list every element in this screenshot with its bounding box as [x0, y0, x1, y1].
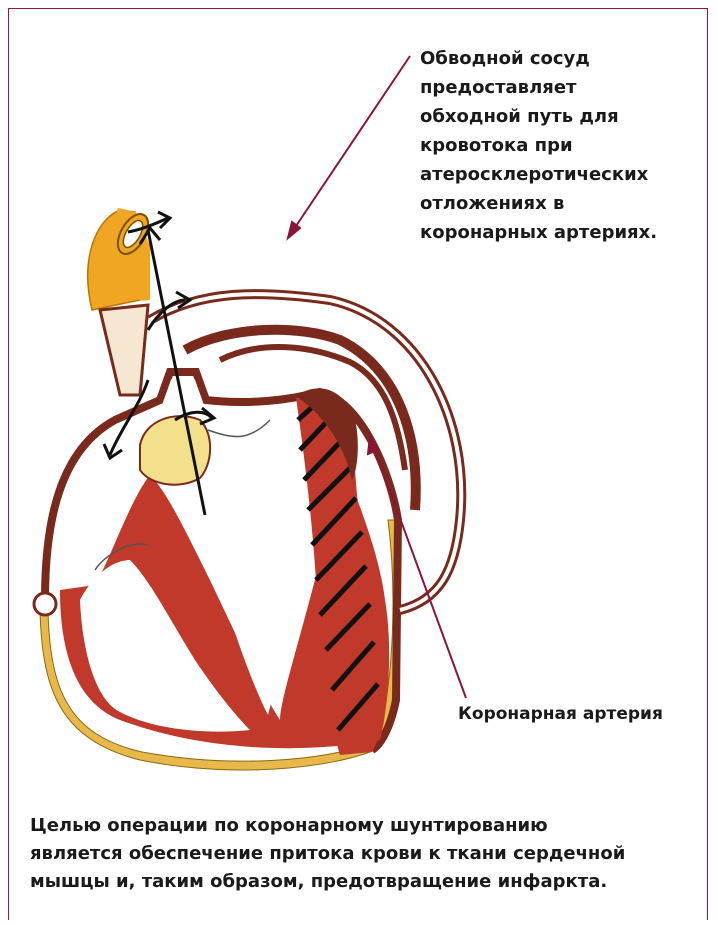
figure-caption: Целью операции по коронарному шунтирован…: [30, 812, 700, 896]
bypass-label-line-2: предоставляет: [420, 73, 700, 102]
caption-line-2: является обеспечение притока крови к тка…: [30, 840, 700, 868]
aortic-valve: [140, 416, 210, 485]
caption-line-3: мышцы и, таким образом, предотвращение и…: [30, 868, 700, 896]
vena-cava-ring: [34, 593, 56, 615]
aortic-root: [100, 305, 148, 395]
bypass-label-line-6: отложениях в: [420, 189, 700, 218]
bypass-label-line-7: коронарных артериях.: [420, 218, 700, 247]
bypass-label-line-3: обходной путь для: [420, 102, 700, 131]
bypass-label-line-1: Обводной сосуд: [420, 44, 700, 73]
caption-line-1: Целью операции по коронарному шунтирован…: [30, 812, 700, 840]
bypass-label-line-5: атеросклеротических: [420, 160, 700, 189]
bypass-label-line-4: кровотока при: [420, 131, 700, 160]
bypass-vessel-label: Обводной сосуд предоставляет обходной пу…: [420, 44, 700, 247]
coronary-artery-label: Коронарная артерия: [458, 700, 663, 729]
